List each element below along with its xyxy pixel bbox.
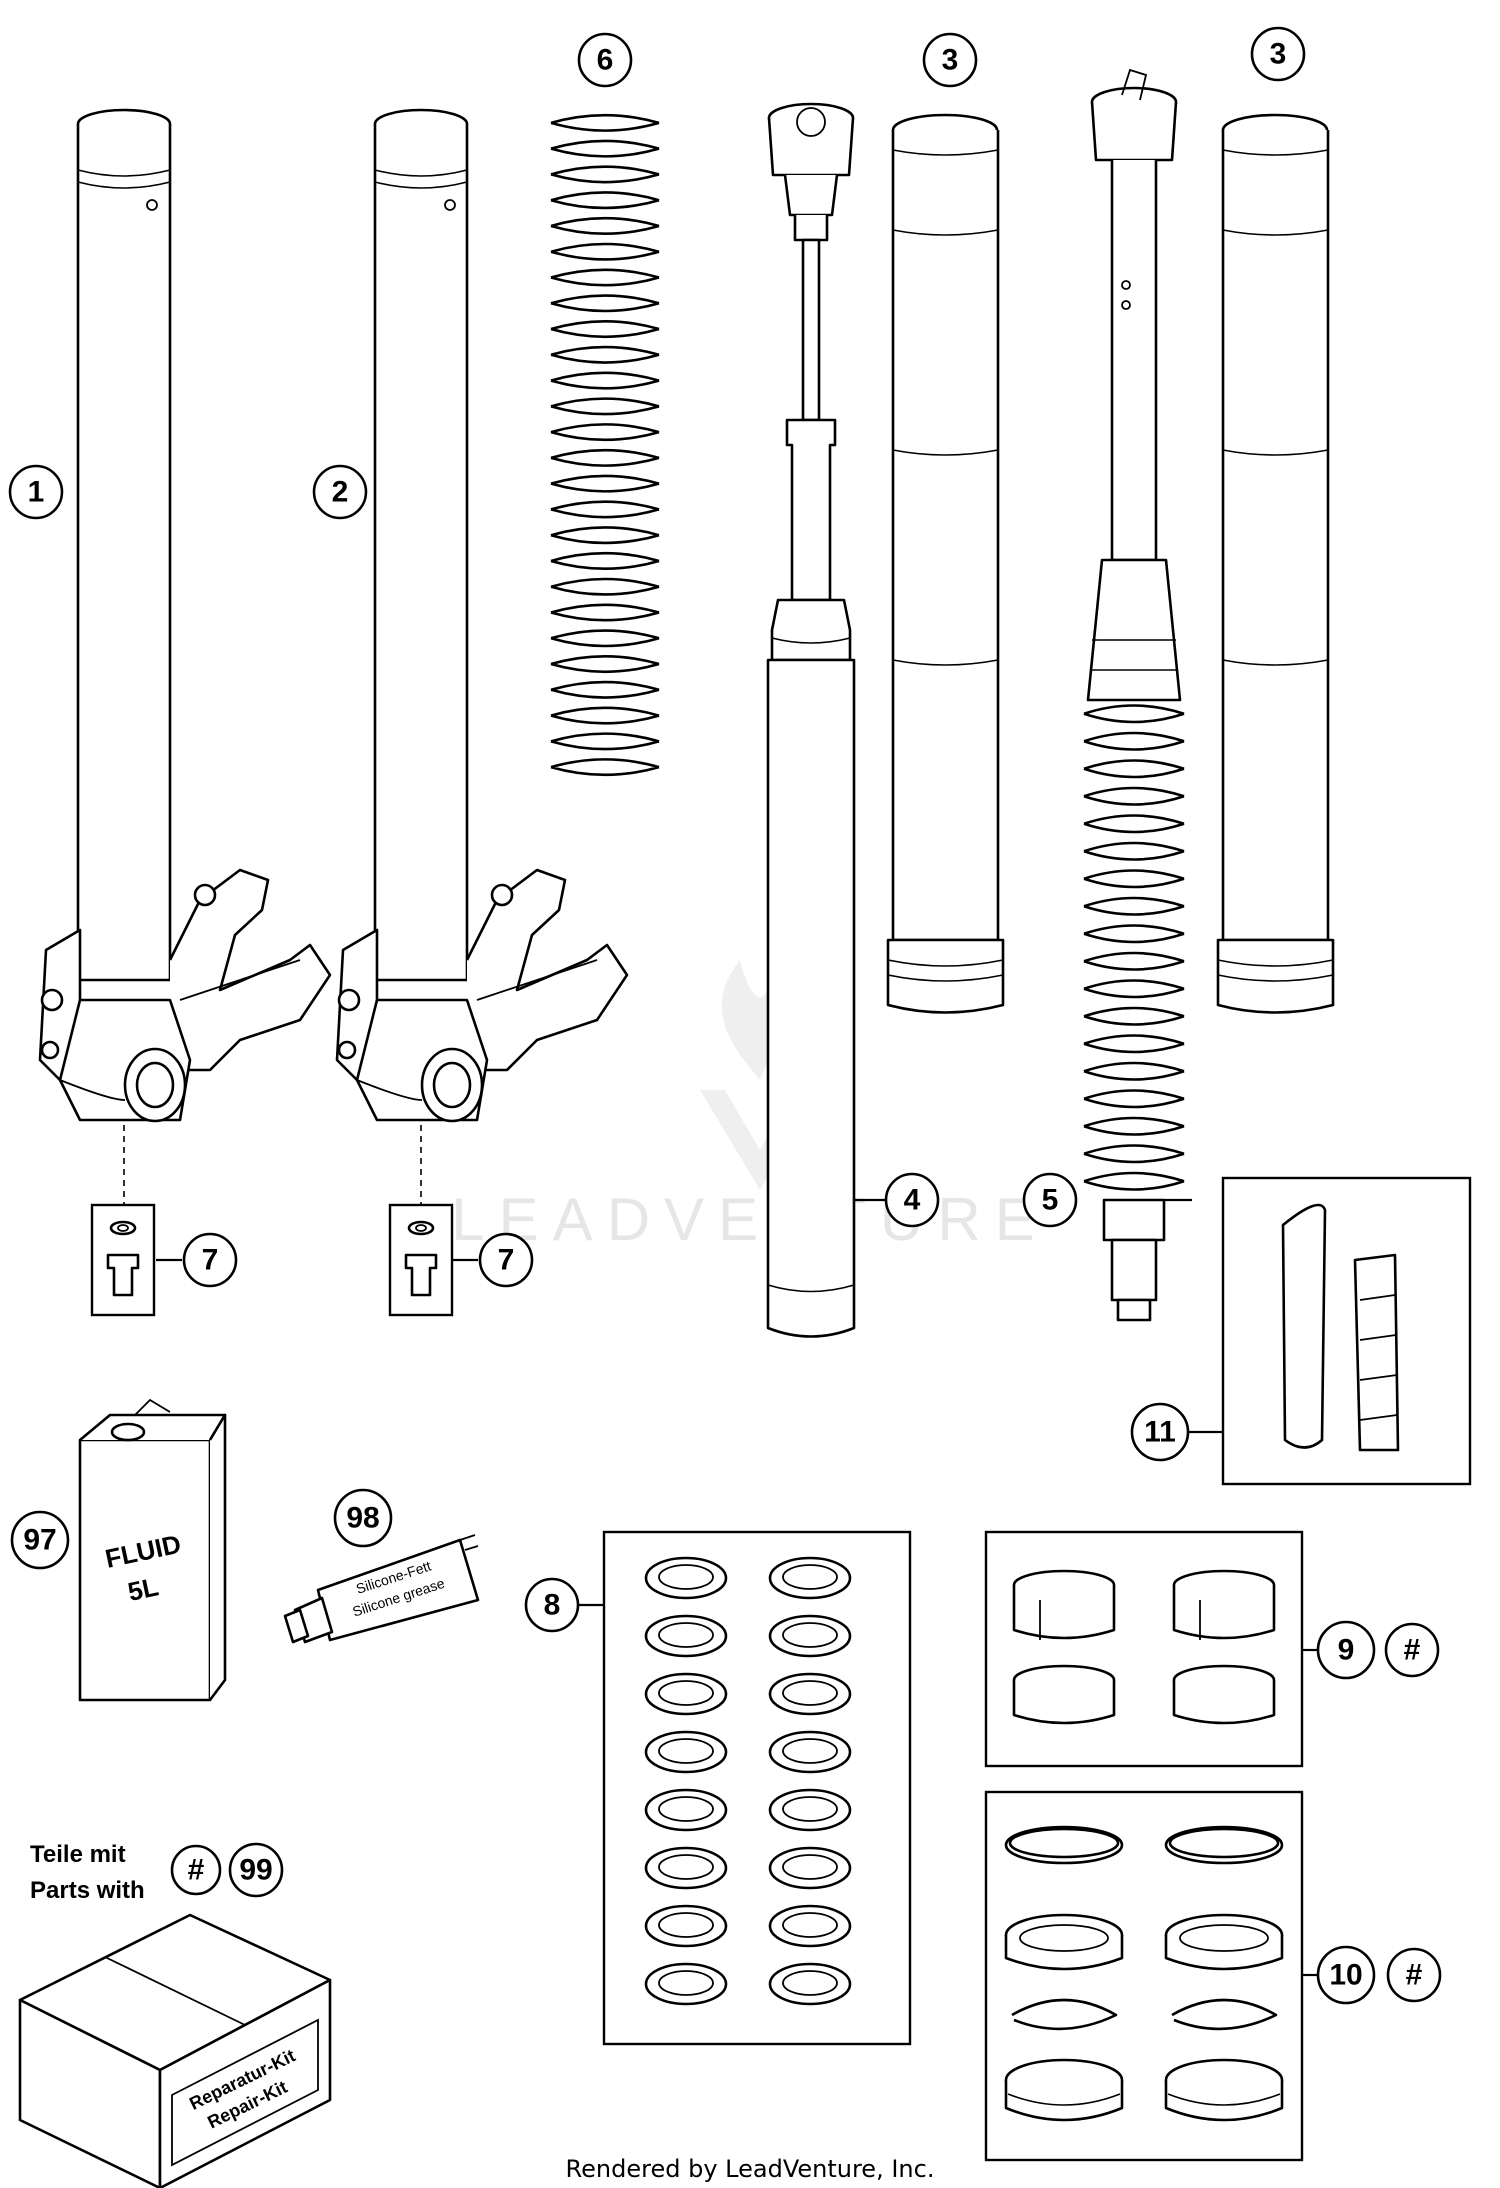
repair-kit-legend-line2: Parts with <box>30 1877 145 1904</box>
callout-8: 8 <box>524 1577 580 1633</box>
shim-washer-hole <box>782 1564 838 1590</box>
callout-98: 98 <box>333 1488 393 1548</box>
callout-10: 10 <box>1316 1945 1376 2005</box>
shim-washer <box>768 1730 852 1774</box>
callout-4-text: 4 <box>904 1184 921 1217</box>
callout-9-hash: # <box>1384 1622 1440 1678</box>
callout-7-left-text: 7 <box>202 1244 219 1277</box>
fork-seals <box>1004 1825 1284 2122</box>
silicone-grease-tube: Silicone-Fett Silicone grease <box>283 1534 480 1644</box>
callout-3-right: 3 <box>1250 26 1306 82</box>
fork-guard-decals <box>1221 1176 1472 1486</box>
callout-97: 97 <box>10 1510 70 1570</box>
callout-10-hash: # <box>1386 1947 1442 2003</box>
shim-washer <box>644 1672 728 1716</box>
callout-6: 6 <box>577 32 633 88</box>
shim-set-frame <box>602 1530 912 2046</box>
damping-cartridge-right <box>1083 68 1185 1322</box>
callout-2-text: 2 <box>332 476 349 509</box>
shim-washer-hole <box>658 1854 714 1880</box>
callout-3-left-text: 3 <box>942 44 959 77</box>
damping-cartridge-left <box>766 102 856 1338</box>
shim-washer-hole <box>658 1912 714 1938</box>
shim-washer-set <box>644 1556 852 2006</box>
watermark-text: LEADVENTURE <box>451 1186 1048 1253</box>
axle-bolt-kit-left <box>90 1203 156 1317</box>
fluid-can-label-line2: 5L <box>125 1571 161 1607</box>
callout-10-hash-text: # <box>1406 1959 1423 1992</box>
shim-washer <box>644 1730 728 1774</box>
callout-99-hash-text: # <box>188 1854 205 1887</box>
callout-5: 5 <box>1022 1172 1078 1228</box>
fork-outer-tube-left <box>38 108 332 1123</box>
callout-3-right-text: 3 <box>1270 38 1287 71</box>
callout-3-left: 3 <box>922 32 978 88</box>
shim-washer <box>768 1614 852 1658</box>
shim-washer-hole <box>658 1796 714 1822</box>
callout-2: 2 <box>312 464 368 520</box>
axle-bolt-kit-right <box>388 1203 454 1317</box>
callout-9-text: 9 <box>1338 1634 1355 1667</box>
repair-kit-legend-line1: Teile mit <box>30 1841 126 1868</box>
shim-washer-hole <box>782 1796 838 1822</box>
callout-99: 99 <box>228 1842 284 1898</box>
callout-10-text: 10 <box>1329 1959 1362 1992</box>
shim-washer-hole <box>658 1622 714 1648</box>
callout-1-text: 1 <box>28 476 45 509</box>
callout-8-text: 8 <box>544 1589 561 1622</box>
callout-7-left: 7 <box>182 1232 238 1288</box>
footer-credit: Rendered by LeadVenture, Inc. <box>566 2155 935 2183</box>
shim-washer-hole <box>658 1970 714 1996</box>
callout-98-text: 98 <box>346 1502 379 1535</box>
fork-fluid-can: FLUID 5L <box>78 1398 227 1702</box>
shim-washer-hole <box>658 1680 714 1706</box>
shim-washer-hole <box>782 1854 838 1880</box>
callout-6-text: 6 <box>597 44 614 77</box>
shim-washer <box>768 1788 852 1832</box>
fork-bushings <box>1012 1569 1276 1725</box>
inner-fork-tube-right <box>1216 113 1335 1014</box>
callout-9: 9 <box>1316 1620 1376 1680</box>
shim-washer <box>644 1788 728 1832</box>
callout-7-right-text: 7 <box>498 1244 515 1277</box>
shim-washer-hole <box>658 1738 714 1764</box>
shim-washer <box>644 1904 728 1948</box>
callout-99-text: 99 <box>239 1854 272 1887</box>
callout-9-hash-text: # <box>1404 1634 1421 1667</box>
callout-5-text: 5 <box>1042 1184 1059 1217</box>
callout-11: 11 <box>1130 1402 1190 1462</box>
shim-washer <box>644 1962 728 2006</box>
bushing-set-frame <box>984 1530 1304 1768</box>
repair-kit-box: Reparatur-Kit Repair-Kit <box>18 1913 332 2188</box>
shim-washer <box>644 1614 728 1658</box>
fork-spring <box>550 113 660 777</box>
shim-washer <box>768 1962 852 2006</box>
leader-lines <box>156 1198 1318 1977</box>
shim-washer-hole <box>782 1912 838 1938</box>
shim-washer-hole <box>782 1970 838 1996</box>
shim-washer <box>768 1556 852 1600</box>
shim-washer <box>768 1846 852 1890</box>
shim-washer-hole <box>782 1738 838 1764</box>
callout-7-right: 7 <box>478 1232 534 1288</box>
callout-97-text: 97 <box>23 1524 56 1557</box>
fork-outer-tube-right <box>335 108 629 1123</box>
shim-washer-hole <box>658 1564 714 1590</box>
shim-washer <box>644 1556 728 1600</box>
shim-washer-hole <box>782 1680 838 1706</box>
shim-washer <box>768 1904 852 1948</box>
inner-fork-tube-left <box>886 113 1005 1014</box>
callout-4: 4 <box>884 1172 940 1228</box>
callout-11-text: 11 <box>1144 1416 1176 1449</box>
shim-washer-hole <box>782 1622 838 1648</box>
callout-99-hash: # <box>170 1844 222 1896</box>
callout-1: 1 <box>8 464 64 520</box>
shim-washer <box>768 1672 852 1716</box>
shim-washer <box>644 1846 728 1890</box>
